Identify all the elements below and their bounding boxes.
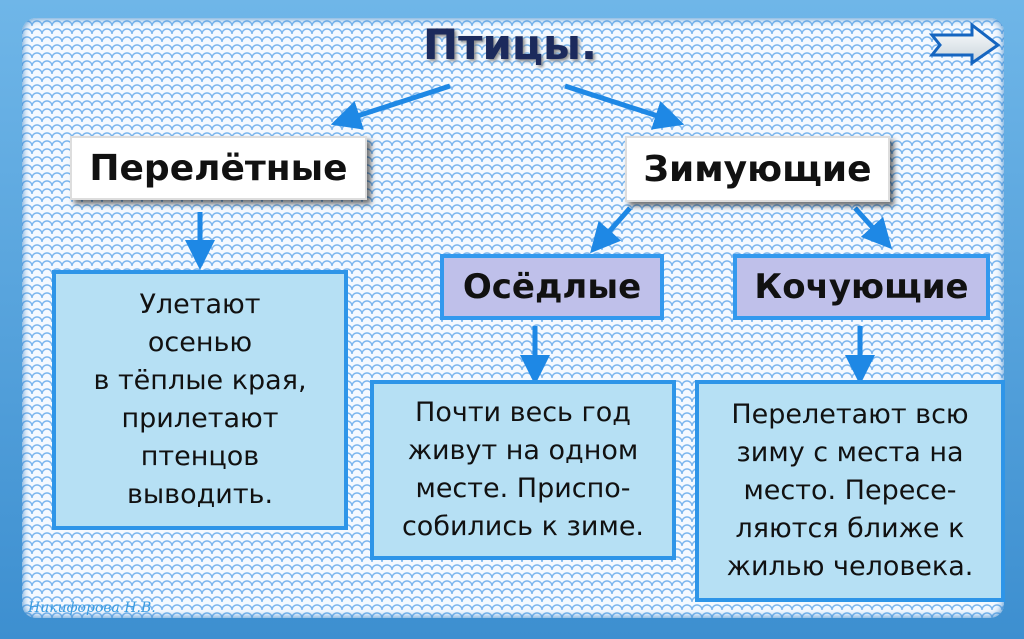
author-watermark: Никифорова Н.В. xyxy=(28,600,156,616)
desc-sedentary: Почти весь год живут на одном месте. При… xyxy=(370,380,676,560)
node-nomadic: Кочующие xyxy=(733,254,990,320)
desc-migratory: Улетают осенью в тёплые края, прилетают … xyxy=(52,270,348,530)
arrow-to-sedentary xyxy=(590,206,632,254)
right-arrow-icon[interactable] xyxy=(928,21,1001,66)
node-sedentary: Осёдлые xyxy=(440,254,664,320)
arrow-to-nomadic xyxy=(853,206,893,250)
desc-nomadic: Перелетают всю зиму с места на место. Пе… xyxy=(695,380,1005,602)
arrow-to-wintering xyxy=(564,83,685,130)
arrow-to-migratory xyxy=(330,83,451,130)
page-title: Птицы. xyxy=(423,20,597,69)
node-wintering: Зимующие xyxy=(625,136,890,202)
node-migratory: Перелётные xyxy=(70,136,367,200)
